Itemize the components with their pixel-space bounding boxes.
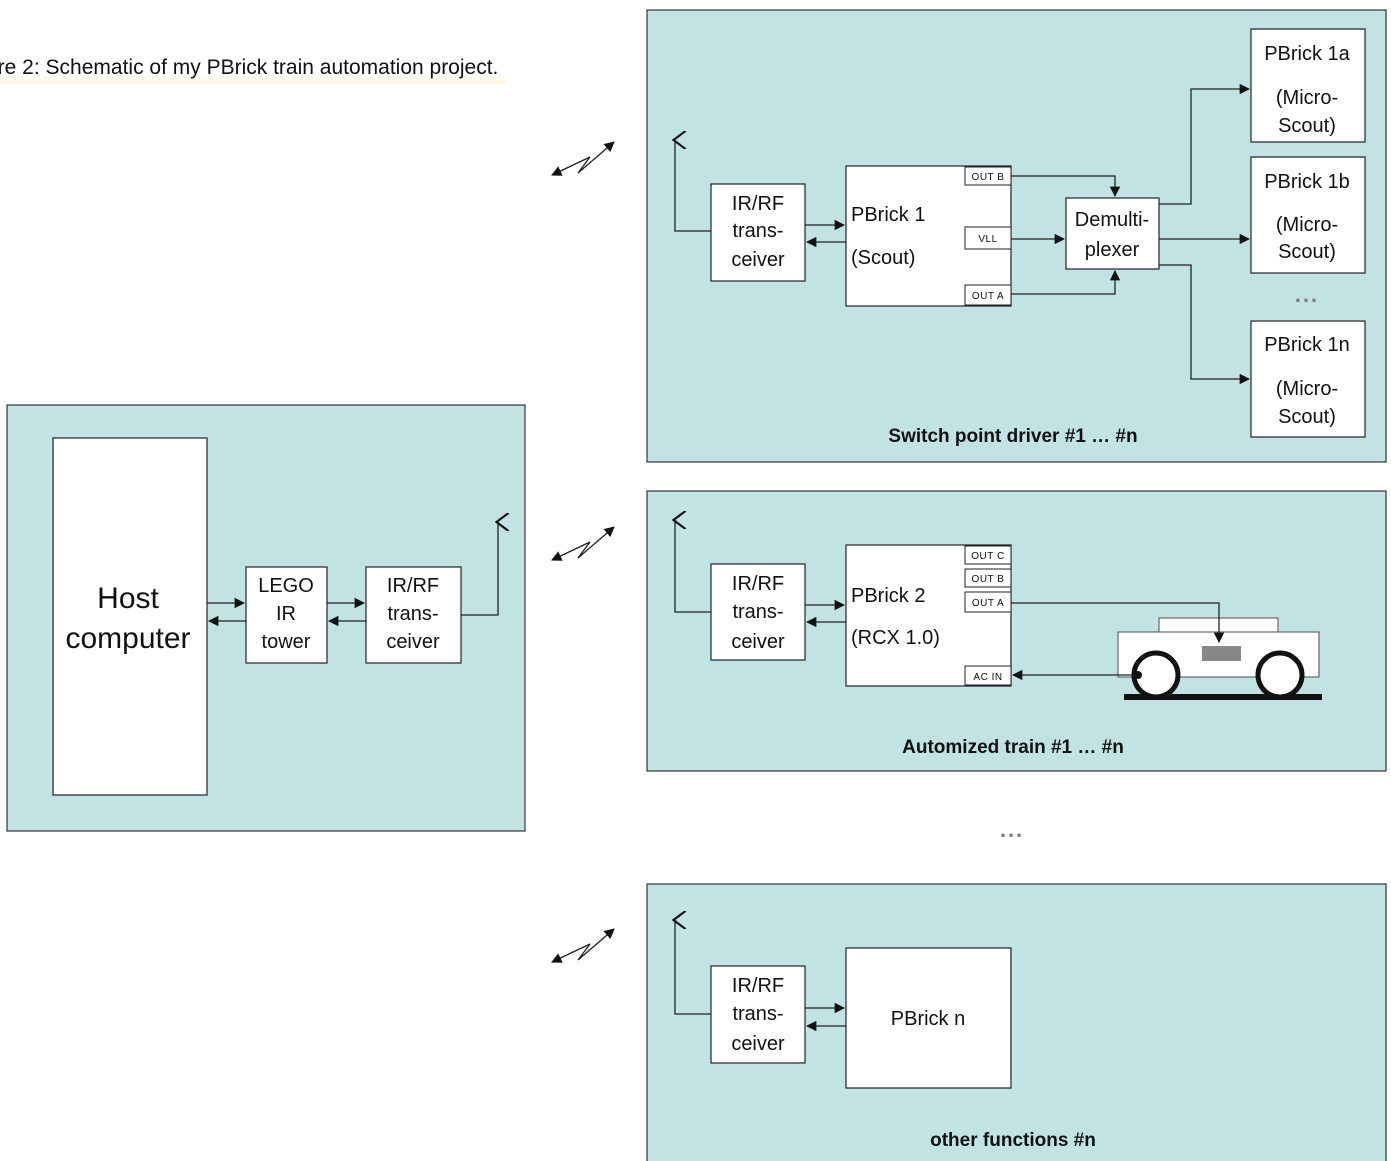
train-transceiver-line-3: ceiver	[731, 631, 785, 653]
pbrick-1a-line-3: Scout)	[1278, 115, 1336, 137]
pbrick-2-port-ac-in-label: AC IN	[973, 672, 1002, 683]
automized-train-panel: IR/RF trans- ceiver PBrick 2 (RCX 1.0) O…	[646, 490, 1387, 772]
demux-to-pbrick-1n-wire	[1159, 264, 1251, 385]
switch-transceiver-line-3: ceiver	[731, 249, 785, 271]
switch-transceiver-line-2: trans-	[732, 220, 783, 242]
host-transceiver-line-1: IR/RF	[387, 575, 439, 597]
other-transceiver-line-2: trans-	[732, 1003, 783, 1025]
pbrick-1-line-2: (Scout)	[851, 247, 915, 269]
pbrick-1n-line-2: (Micro-	[1276, 378, 1338, 400]
other-antenna	[675, 920, 711, 1015]
pbrick-1-port-out-b-label: OUT B	[972, 172, 1005, 183]
pbrick-1-port-out-a	[964, 284, 1012, 306]
pbrick-1n-box	[1250, 320, 1366, 438]
out-a-to-train-wire	[1011, 602, 1225, 644]
other-panel-label: other functions #n	[930, 1130, 1096, 1151]
pbrick-2-port-out-c	[964, 545, 1012, 565]
host-computer-line-1: Host	[97, 582, 159, 615]
pbrick-n-box	[845, 947, 1012, 1089]
switch-antenna	[675, 140, 711, 232]
pbrick-2-port-out-c-label: OUT C	[971, 551, 1004, 562]
demultiplexer-line-2: plexer	[1085, 239, 1140, 261]
switch-transceiver-box	[710, 183, 806, 282]
lego-ir-tower-line-1: LEGO	[258, 575, 314, 597]
pbrick-1b-line-3: Scout)	[1278, 241, 1336, 263]
pbrick-1-port-vll	[964, 226, 1012, 250]
train-transceiver-box	[710, 563, 806, 661]
host-transceiver-line-3: ceiver	[386, 631, 440, 653]
other-transceiver-box	[710, 965, 806, 1064]
pbrick-1b-box	[1250, 156, 1366, 274]
switch-panel-label: Switch point driver #1 … #n	[888, 426, 1137, 447]
pbrick-2-line-2: (RCX 1.0)	[851, 627, 940, 649]
pbrick-2-port-out-b	[964, 568, 1012, 588]
lego-ir-tower-line-3: tower	[262, 631, 311, 653]
train-panel-label: Automized train #1 … #n	[902, 737, 1124, 758]
host-antenna	[461, 522, 498, 616]
host-computer-line-2: computer	[65, 622, 190, 655]
pbrick-1a-line-2: (Micro-	[1276, 87, 1338, 109]
demultiplexer-box	[1065, 197, 1160, 270]
train-sensor-dot	[1134, 671, 1142, 679]
wireless-signal-icon	[551, 141, 615, 176]
out-b-to-demux-wire	[1011, 175, 1121, 198]
pbrick-2-line-1: PBrick 2	[851, 585, 925, 607]
out-a-to-demux-wire	[1011, 269, 1121, 295]
host-panel: Host computer LEGO IR tower IR/RF trans-…	[6, 404, 526, 832]
more-panels-ellipsis: ...	[1000, 817, 1024, 842]
pbrick-2-port-out-a	[964, 591, 1012, 613]
lego-ir-tower-line-2: IR	[276, 603, 296, 625]
other-functions-panel: IR/RF trans- ceiver PBrick n other funct…	[646, 883, 1387, 1161]
pbrick-1a-box	[1250, 28, 1366, 143]
pbrick-n-label: PBrick n	[891, 1008, 965, 1030]
pbrick-1b-line-2: (Micro-	[1276, 214, 1338, 236]
pbrick-2-port-ac-in	[964, 665, 1012, 686]
pbrick-1b-line-1: PBrick 1b	[1264, 171, 1350, 193]
pbrick-2-port-out-b-label: OUT B	[972, 574, 1005, 585]
more-pbricks-ellipsis: ...	[1295, 282, 1319, 307]
wireless-signal-icon	[551, 928, 615, 963]
demultiplexer-line-1: Demulti-	[1075, 209, 1149, 231]
pbrick-1a-line-1: PBrick 1a	[1264, 43, 1350, 65]
wireless-signal-icon	[551, 526, 615, 561]
other-transceiver-line-3: ceiver	[731, 1033, 785, 1055]
switch-transceiver-line-1: IR/RF	[732, 193, 784, 215]
figure-caption: ure 2: Schematic of my PBrick train auto…	[0, 56, 507, 84]
train-transceiver-line-2: trans-	[732, 601, 783, 623]
pbrick-1n-line-1: PBrick 1n	[1264, 334, 1350, 356]
pbrick-1n-line-3: Scout)	[1278, 406, 1336, 428]
demux-to-pbrick-1a-wire	[1159, 83, 1251, 205]
pbrick-1-line-1: PBrick 1	[851, 204, 925, 226]
switch-point-driver-panel: IR/RF trans- ceiver PBrick 1 (Scout) OUT…	[646, 9, 1387, 463]
other-transceiver-line-1: IR/RF	[732, 975, 784, 997]
pbrick-2-box	[845, 544, 1012, 687]
pbrick-2-port-out-a-label: OUT A	[972, 598, 1004, 609]
pbrick-1-port-out-a-label: OUT A	[972, 291, 1004, 302]
pbrick-1-port-vll-label: VLL	[978, 234, 997, 245]
host-transceiver-line-2: trans-	[387, 603, 438, 625]
host-transceiver-box	[365, 566, 462, 664]
train-antenna	[675, 520, 711, 613]
host-computer-box	[52, 437, 208, 796]
train-transceiver-line-1: IR/RF	[732, 573, 784, 595]
lego-ir-tower-box	[245, 566, 328, 664]
